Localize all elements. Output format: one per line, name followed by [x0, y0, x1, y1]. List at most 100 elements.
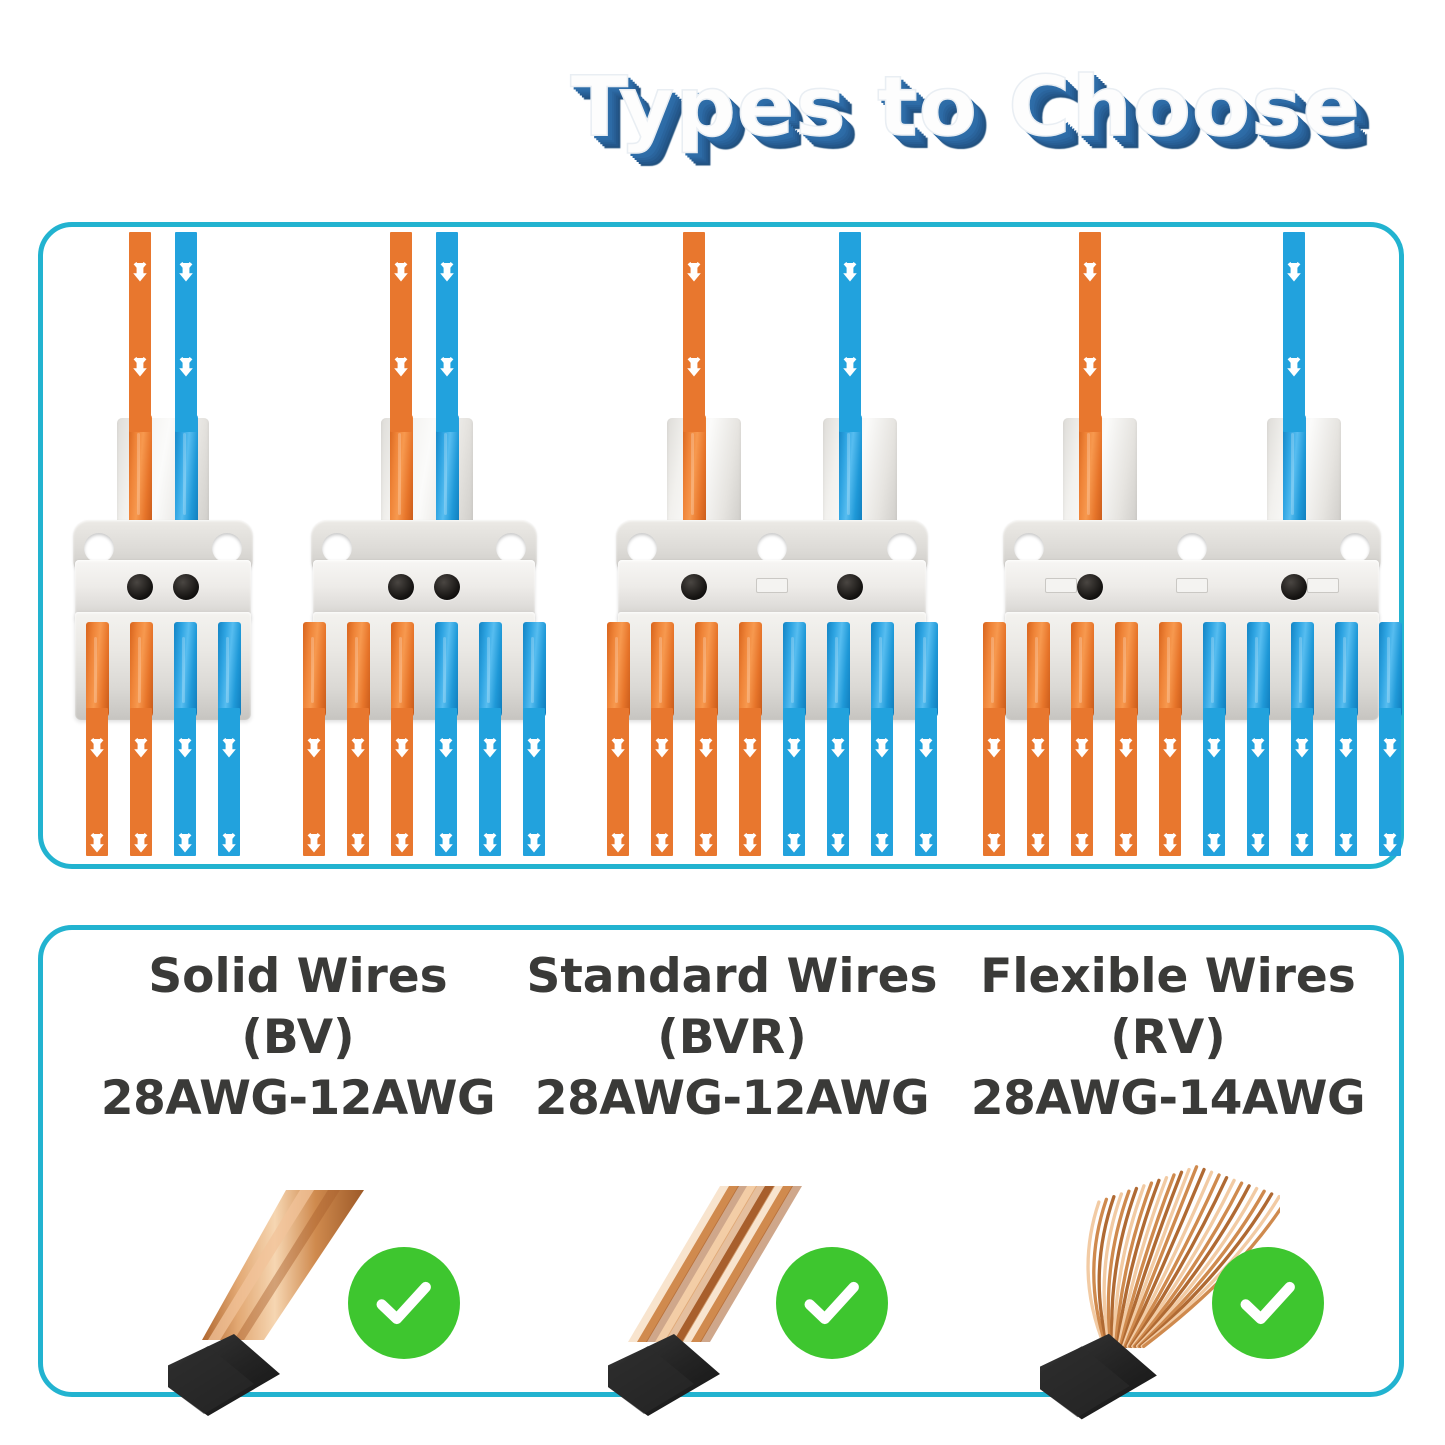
- wire-type-code: (RV): [1110, 1010, 1226, 1066]
- mounting-hole: [322, 533, 352, 563]
- mounting-hole: [1014, 533, 1044, 563]
- connector-input-lever-orange[interactable]: [1079, 414, 1102, 534]
- connector-input-lever-orange[interactable]: [129, 414, 152, 534]
- connector-input-lever-blue[interactable]: [436, 414, 459, 534]
- connector-2in-4out[interactable]: [73, 414, 253, 738]
- mounting-hole: [1340, 533, 1370, 563]
- connector-mid-housing: [618, 560, 926, 622]
- connector-input-lever-blue[interactable]: [175, 414, 198, 534]
- connector-output-lever-orange[interactable]: [651, 622, 674, 718]
- wire-direction-arrow-icon: [1292, 831, 1312, 853]
- output-wire-orange: [739, 708, 761, 856]
- connector-output-lever-orange[interactable]: [983, 622, 1006, 718]
- connector-output-lever-orange[interactable]: [303, 622, 326, 718]
- connector-input-lever-blue[interactable]: [1283, 414, 1306, 534]
- test-port-hole: [681, 574, 707, 600]
- connector-output-lever-blue[interactable]: [871, 622, 894, 718]
- test-port-hole: [388, 574, 414, 600]
- test-port-hole: [1077, 574, 1103, 600]
- connector-output-lever-blue[interactable]: [827, 622, 850, 718]
- connector-output-lever-blue[interactable]: [1247, 622, 1270, 718]
- output-wire-blue: [1291, 708, 1313, 856]
- wire-type-name: Flexible Wires: [980, 949, 1356, 1004]
- wire-direction-arrow-icon: [1028, 831, 1048, 853]
- connector-output-lever-orange[interactable]: [130, 622, 153, 718]
- supported-check-icon: [348, 1247, 460, 1359]
- wire-direction-arrow-icon: [828, 736, 848, 758]
- wire-direction-arrow-icon: [1204, 736, 1224, 758]
- connector-mid-housing: [1005, 560, 1379, 622]
- connector-output-lever-blue[interactable]: [1379, 622, 1402, 718]
- housing-slot: [756, 578, 788, 593]
- wire-direction-arrow-icon: [1336, 736, 1356, 758]
- connector-output-lever-orange[interactable]: [1159, 622, 1182, 718]
- connector-mid-housing: [313, 560, 535, 622]
- wire-direction-arrow-icon: [916, 736, 936, 758]
- connector-input-lever-orange[interactable]: [390, 414, 413, 534]
- output-wire-orange: [303, 708, 325, 856]
- output-wire-blue: [174, 708, 196, 856]
- connector-output-lever-orange[interactable]: [1115, 622, 1138, 718]
- connector-output-lever-orange[interactable]: [391, 622, 414, 718]
- connector-output-lever-orange[interactable]: [739, 622, 762, 718]
- connector-input-lever-blue[interactable]: [839, 414, 862, 534]
- output-wire-blue: [1247, 708, 1269, 856]
- connector-output-lever-blue[interactable]: [783, 622, 806, 718]
- connector-input-lever-orange[interactable]: [683, 414, 706, 534]
- connector-output-lever-blue[interactable]: [435, 622, 458, 718]
- input-wire-blue: [175, 232, 197, 432]
- wire-direction-arrow-icon: [1284, 260, 1304, 282]
- wire-direction-arrow-icon: [219, 736, 239, 758]
- output-wire-blue: [871, 708, 893, 856]
- connector-output-lever-blue[interactable]: [915, 622, 938, 718]
- wire-type-column-standard: Standard Wires (BVR) 28AWG-12AWG: [522, 946, 942, 1129]
- connector-output-lever-blue[interactable]: [1203, 622, 1226, 718]
- connector-2in-8out[interactable]: [607, 414, 938, 738]
- output-wire-orange: [86, 708, 108, 856]
- test-port-hole: [434, 574, 460, 600]
- connector-output-lever-orange[interactable]: [607, 622, 630, 718]
- connector-2in-6out[interactable]: [303, 414, 546, 738]
- wire-direction-arrow-icon: [348, 831, 368, 853]
- input-wire-orange: [390, 232, 412, 432]
- test-port-hole: [173, 574, 199, 600]
- wire-direction-arrow-icon: [524, 831, 544, 853]
- wire-direction-arrow-icon: [1160, 831, 1180, 853]
- connector-2in-10out[interactable]: [983, 414, 1402, 738]
- connector-output-lever-blue[interactable]: [218, 622, 241, 718]
- connector-output-lever-orange[interactable]: [1027, 622, 1050, 718]
- wire-direction-arrow-icon: [1116, 831, 1136, 853]
- supported-check-icon: [1212, 1247, 1324, 1359]
- connector-output-lever-blue[interactable]: [1335, 622, 1358, 718]
- test-port-hole: [127, 574, 153, 600]
- input-wire-orange: [683, 232, 705, 432]
- wire-type-name: Standard Wires: [526, 949, 938, 1004]
- wire-direction-arrow-icon: [391, 355, 411, 377]
- wire-direction-arrow-icon: [1336, 831, 1356, 853]
- connector-output-lever-orange[interactable]: [1071, 622, 1094, 718]
- connector-output-lever-blue[interactable]: [523, 622, 546, 718]
- wire-direction-arrow-icon: [304, 831, 324, 853]
- wire-sample-solid-copper-conductor: [150, 1168, 398, 1423]
- connector-output-lever-blue[interactable]: [479, 622, 502, 718]
- input-wire-orange: [1079, 232, 1101, 432]
- wire-direction-arrow-icon: [175, 831, 195, 853]
- output-wire-blue: [1203, 708, 1225, 856]
- connector-output-lever-orange[interactable]: [86, 622, 109, 718]
- connector-output-lever-orange[interactable]: [347, 622, 370, 718]
- housing-slot: [1307, 578, 1339, 593]
- wire-direction-arrow-icon: [131, 736, 151, 758]
- page-title-container: Types to Choose: [0, 57, 1445, 156]
- connector-output-lever-blue[interactable]: [1291, 622, 1314, 718]
- wire-direction-arrow-icon: [1248, 831, 1268, 853]
- output-wire-blue: [827, 708, 849, 856]
- wire-direction-arrow-icon: [784, 831, 804, 853]
- connector-output-lever-blue[interactable]: [174, 622, 197, 718]
- output-wire-blue: [523, 708, 545, 856]
- wire-direction-arrow-icon: [392, 831, 412, 853]
- wire-type-awg: 28AWG-12AWG: [534, 1071, 930, 1127]
- wire-direction-arrow-icon: [391, 260, 411, 282]
- mounting-hole: [1177, 533, 1207, 563]
- connector-output-lever-orange[interactable]: [695, 622, 718, 718]
